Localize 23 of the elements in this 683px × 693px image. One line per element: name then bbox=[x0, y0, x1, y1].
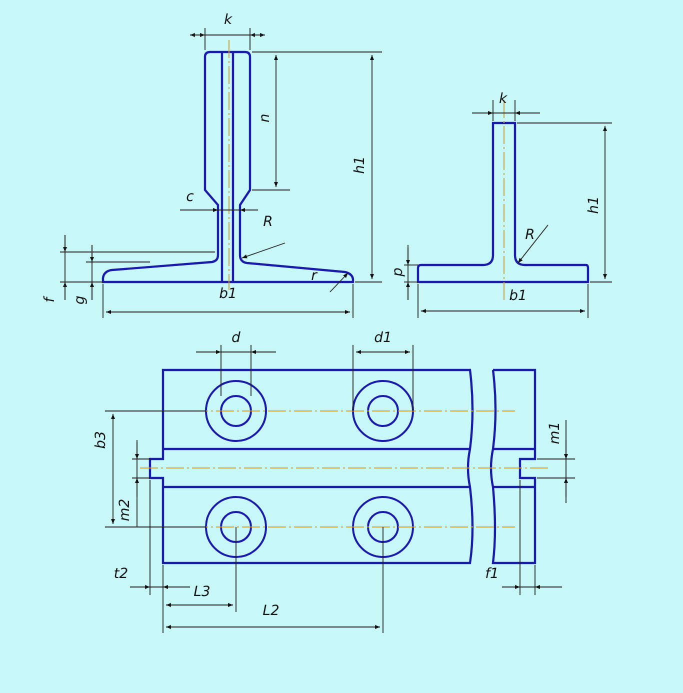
dimension-label: b3 bbox=[94, 431, 108, 449]
dimension-label: t2 bbox=[114, 567, 128, 581]
dimension-label: L3 bbox=[194, 585, 210, 599]
dimension-label: g bbox=[73, 296, 87, 304]
dimension-label: d bbox=[232, 331, 240, 345]
dimension-label: m1 bbox=[548, 422, 562, 444]
dimension-label: d1 bbox=[374, 331, 392, 345]
dimension-label: f bbox=[43, 298, 57, 302]
dimension-label: R bbox=[525, 228, 535, 242]
dimension-label: r bbox=[311, 269, 317, 283]
dimension-label: m2 bbox=[118, 498, 132, 522]
dimension-label: h1 bbox=[587, 196, 601, 214]
dimension-label: h1 bbox=[353, 156, 367, 174]
dimension-label: n bbox=[258, 114, 272, 122]
dimension-label: R bbox=[263, 215, 273, 229]
dimension-label: f1 bbox=[485, 567, 499, 581]
dimension-label: b1 bbox=[219, 287, 237, 301]
dimension-label: k bbox=[224, 13, 232, 27]
dimension-label: p bbox=[391, 268, 405, 276]
dimension-label: c bbox=[186, 190, 194, 204]
dimension-label: k bbox=[498, 92, 508, 106]
dimension-label: L2 bbox=[262, 604, 280, 618]
dimension-label: b1 bbox=[509, 289, 527, 303]
